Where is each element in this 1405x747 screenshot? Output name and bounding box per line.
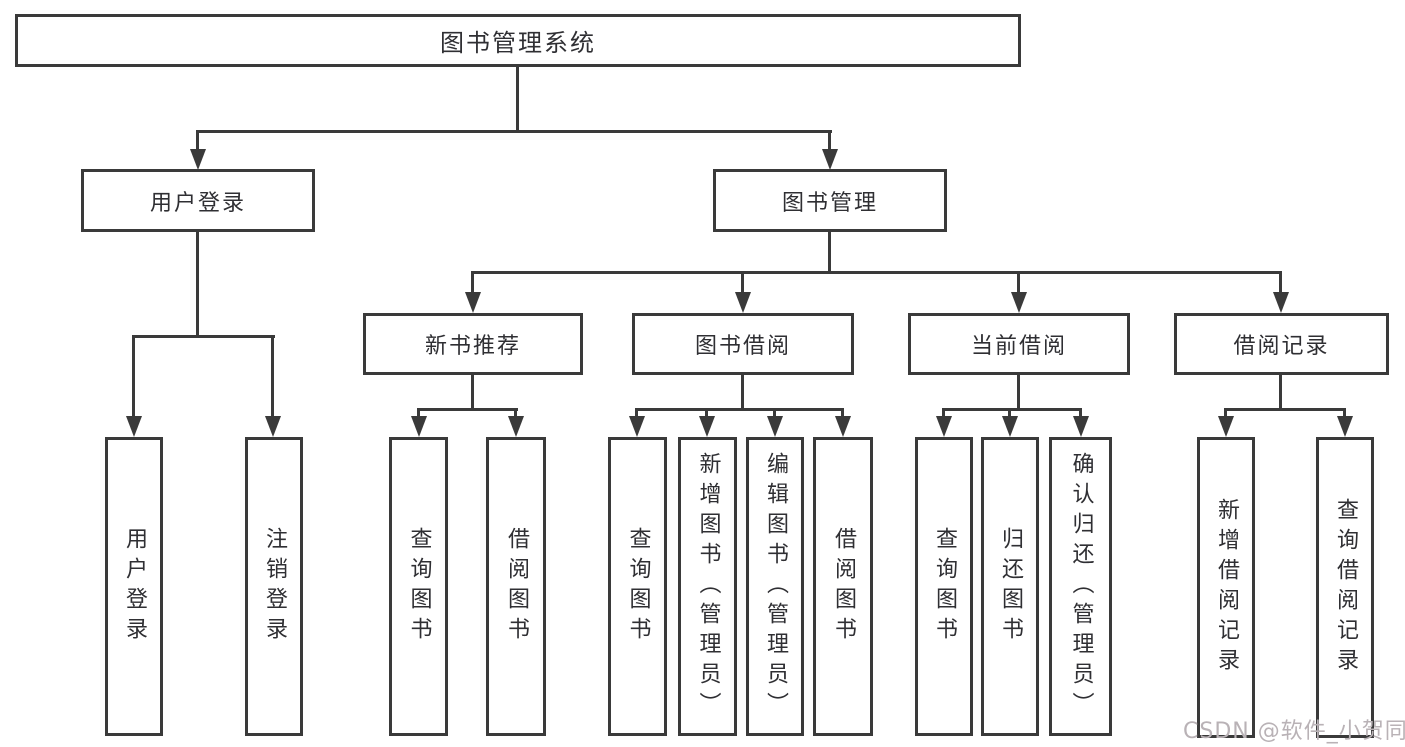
node-book-mgmt-label: 图书管理	[781, 190, 878, 216]
node-borrow-records-label: 借阅记录	[1233, 334, 1330, 359]
leaf-bookborrow-add-books-admin: 新增图书（管理员）	[678, 437, 737, 736]
leaf-newbook-query-books: 查询图书	[389, 437, 448, 736]
connector-bookmgmt-stem	[828, 130, 831, 152]
arrow-to-bookborrow-edit	[767, 416, 783, 437]
connector-bookborrow-stem	[741, 271, 744, 294]
connector-records-branch	[1225, 408, 1346, 411]
node-root: 图书管理系统	[15, 14, 1021, 67]
leaf-current-query-books: 查询图书	[915, 437, 973, 736]
leaf-bookborrow-query-books: 查询图书	[608, 437, 667, 736]
csdn-watermark: CSDN @软件_小贺同学	[1183, 719, 1405, 744]
connector-newbook-leaf1-stem	[417, 408, 420, 418]
connector-newbook-branch	[418, 408, 518, 411]
leaf-newbook-borrow-books: 借阅图书	[486, 437, 546, 736]
connector-newbook-drop	[471, 375, 474, 411]
arrow-to-bookborrow-query	[629, 416, 645, 437]
arrow-to-user-login	[190, 149, 206, 170]
connector-currentborrow-branch	[943, 408, 1082, 411]
arrow-to-book-mgmt	[822, 149, 838, 170]
connector-newbook-leaf2-stem	[514, 408, 517, 418]
arrow-to-current-return	[1002, 416, 1018, 437]
leaf-records-query-record: 查询借阅记录	[1316, 437, 1374, 738]
leaf-current-confirm-return-admin: 确认归还（管理员）	[1049, 437, 1112, 736]
node-root-label: 图书管理系统	[440, 29, 596, 57]
connector-bookmgmt-drop	[828, 232, 831, 274]
arrow-to-leaf-user-login	[126, 416, 142, 437]
arrow-to-current-query	[936, 416, 952, 437]
connector-bookborrow-branch	[636, 408, 844, 411]
node-user-login: 用户登录	[81, 169, 315, 232]
connector-bookborrow-drop	[741, 375, 744, 411]
arrow-to-borrow-records	[1273, 292, 1289, 313]
connector-bookborrow-leaf4-stem	[841, 408, 844, 418]
node-book-borrow-label: 图书借阅	[694, 334, 791, 359]
node-current-borrow: 当前借阅	[908, 313, 1130, 375]
connector-userlogin-leaf1-stem	[132, 335, 135, 418]
arrow-to-book-borrow	[735, 292, 751, 313]
arrow-to-newbook-borrow	[508, 416, 524, 437]
arrow-to-bookborrow-borrow	[835, 416, 851, 437]
connector-records-leaf2-stem	[1343, 408, 1346, 418]
connector-root-stub	[516, 67, 519, 130]
connector-currentborrow-leaf3-stem	[1079, 408, 1082, 418]
connector-root-branch	[197, 130, 832, 133]
connector-userlogin-stem	[196, 130, 199, 152]
leaf-user-login: 用户登录	[105, 437, 163, 736]
node-current-borrow-label: 当前借阅	[970, 334, 1067, 359]
connector-bookmgmt-branch	[472, 271, 1282, 274]
connector-currentborrow-leaf2-stem	[1008, 408, 1011, 418]
leaf-current-return-books: 归还图书	[981, 437, 1039, 736]
node-user-login-label: 用户登录	[149, 190, 246, 216]
connector-bookborrow-leaf3-stem	[773, 408, 776, 418]
connector-records-drop	[1279, 375, 1282, 411]
connector-userlogin-leaf2-stem	[271, 335, 274, 418]
connector-records-stem	[1279, 271, 1282, 294]
arrow-to-newbook-query	[411, 416, 427, 437]
leaf-records-add-record: 新增借阅记录	[1197, 437, 1255, 738]
node-book-borrow: 图书借阅	[632, 313, 854, 375]
connector-bookborrow-leaf2-stem	[705, 408, 708, 418]
arrow-to-records-query	[1337, 416, 1353, 437]
connector-userlogin-branch	[133, 335, 275, 338]
connector-currentborrow-stem	[1017, 271, 1020, 294]
connector-bookborrow-leaf1-stem	[635, 408, 638, 418]
arrow-to-current-confirm	[1073, 416, 1089, 437]
leaf-bookborrow-edit-books-admin: 编辑图书（管理员）	[746, 437, 804, 736]
arrow-to-leaf-logout	[265, 416, 281, 437]
connector-records-leaf1-stem	[1224, 408, 1227, 418]
arrow-to-bookborrow-add	[699, 416, 715, 437]
leaf-bookborrow-borrow-books: 借阅图书	[813, 437, 873, 736]
node-borrow-records: 借阅记录	[1174, 313, 1389, 375]
arrow-to-new-book	[465, 292, 481, 313]
connector-userlogin-drop	[196, 232, 199, 338]
node-new-book-recommend: 新书推荐	[363, 313, 583, 375]
connector-newbook-stem	[471, 271, 474, 294]
node-new-book-recommend-label: 新书推荐	[424, 334, 521, 359]
connector-currentborrow-drop	[1017, 375, 1020, 411]
node-book-mgmt: 图书管理	[713, 169, 947, 232]
arrow-to-current-borrow	[1011, 292, 1027, 313]
connector-currentborrow-leaf1-stem	[942, 408, 945, 418]
leaf-logout: 注销登录	[245, 437, 303, 736]
arrow-to-records-add	[1218, 416, 1234, 437]
